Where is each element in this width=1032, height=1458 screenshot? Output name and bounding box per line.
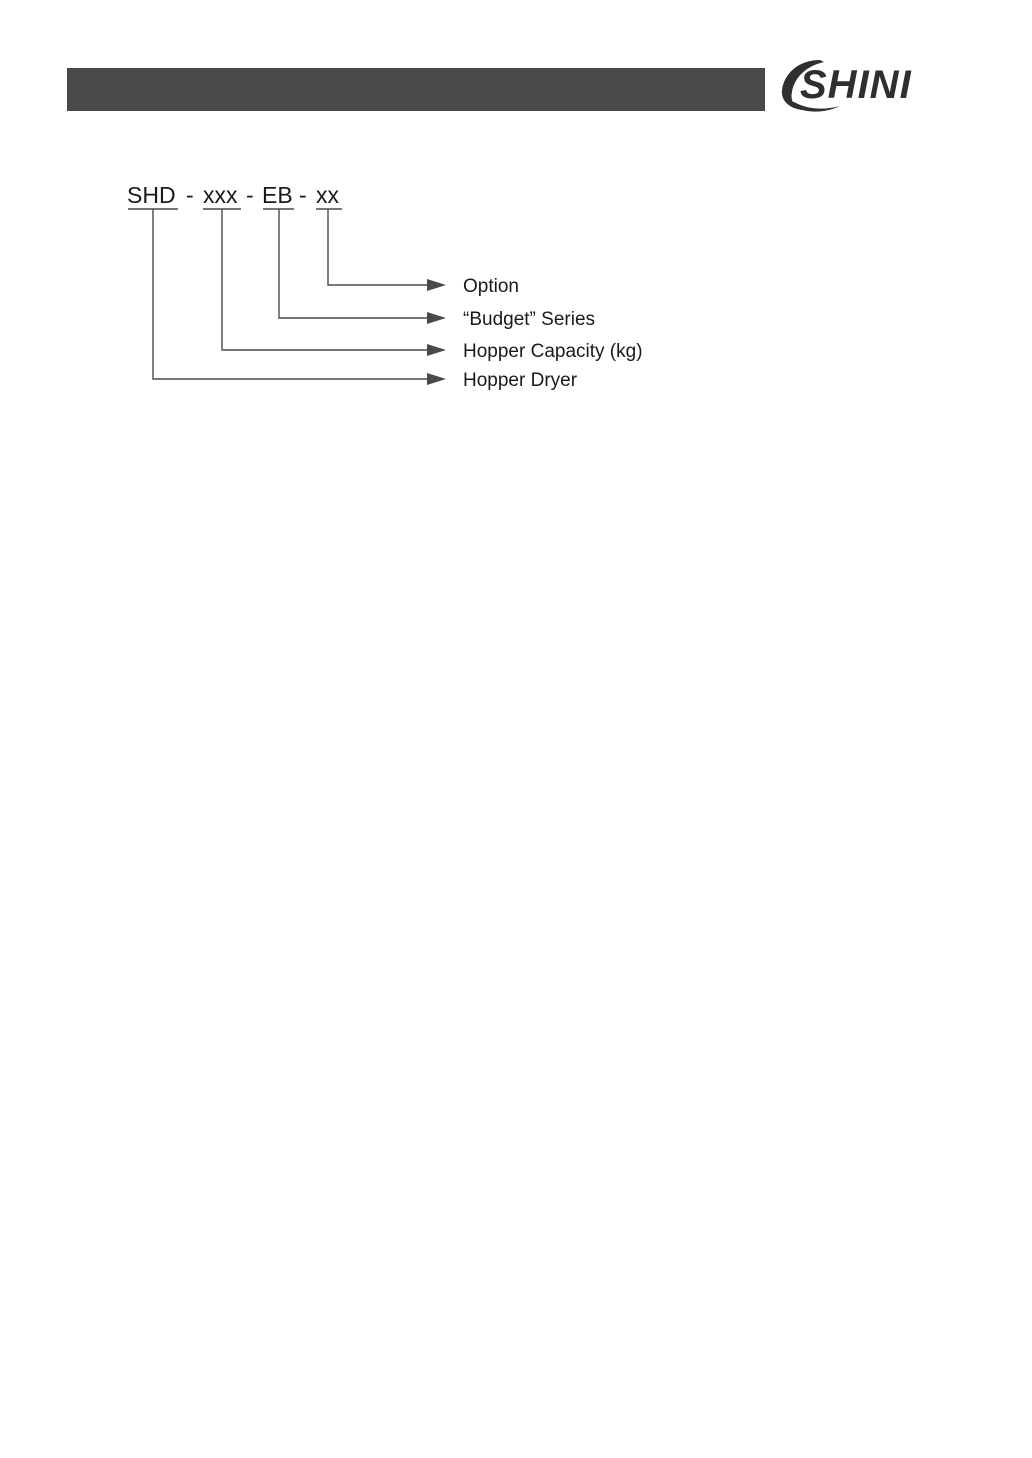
arrow-option-icon — [427, 279, 446, 291]
code-segment-xxx: xxx — [203, 182, 238, 208]
code-segment-shd: SHD — [127, 182, 176, 208]
label-hopper-dryer: Hopper Dryer — [463, 370, 578, 391]
code-segment-eb: EB — [262, 182, 293, 208]
label-budget-series: “Budget” Series — [463, 309, 595, 330]
arrow-hopper-dryer-icon — [427, 373, 446, 385]
code-separator-1: - — [186, 182, 194, 208]
code-separator-3: - — [299, 182, 307, 208]
connector-option — [328, 209, 428, 285]
code-separator-2: - — [246, 182, 254, 208]
arrow-hopper-capacity-icon — [427, 344, 446, 356]
connector-budget-series — [279, 209, 428, 318]
code-segment-xx: xx — [316, 182, 340, 208]
label-hopper-capacity: Hopper Capacity (kg) — [463, 341, 643, 362]
arrow-budget-series-icon — [427, 312, 446, 324]
connector-hopper-capacity — [222, 209, 428, 350]
label-option: Option — [463, 276, 519, 297]
connector-hopper-dryer — [153, 209, 428, 379]
